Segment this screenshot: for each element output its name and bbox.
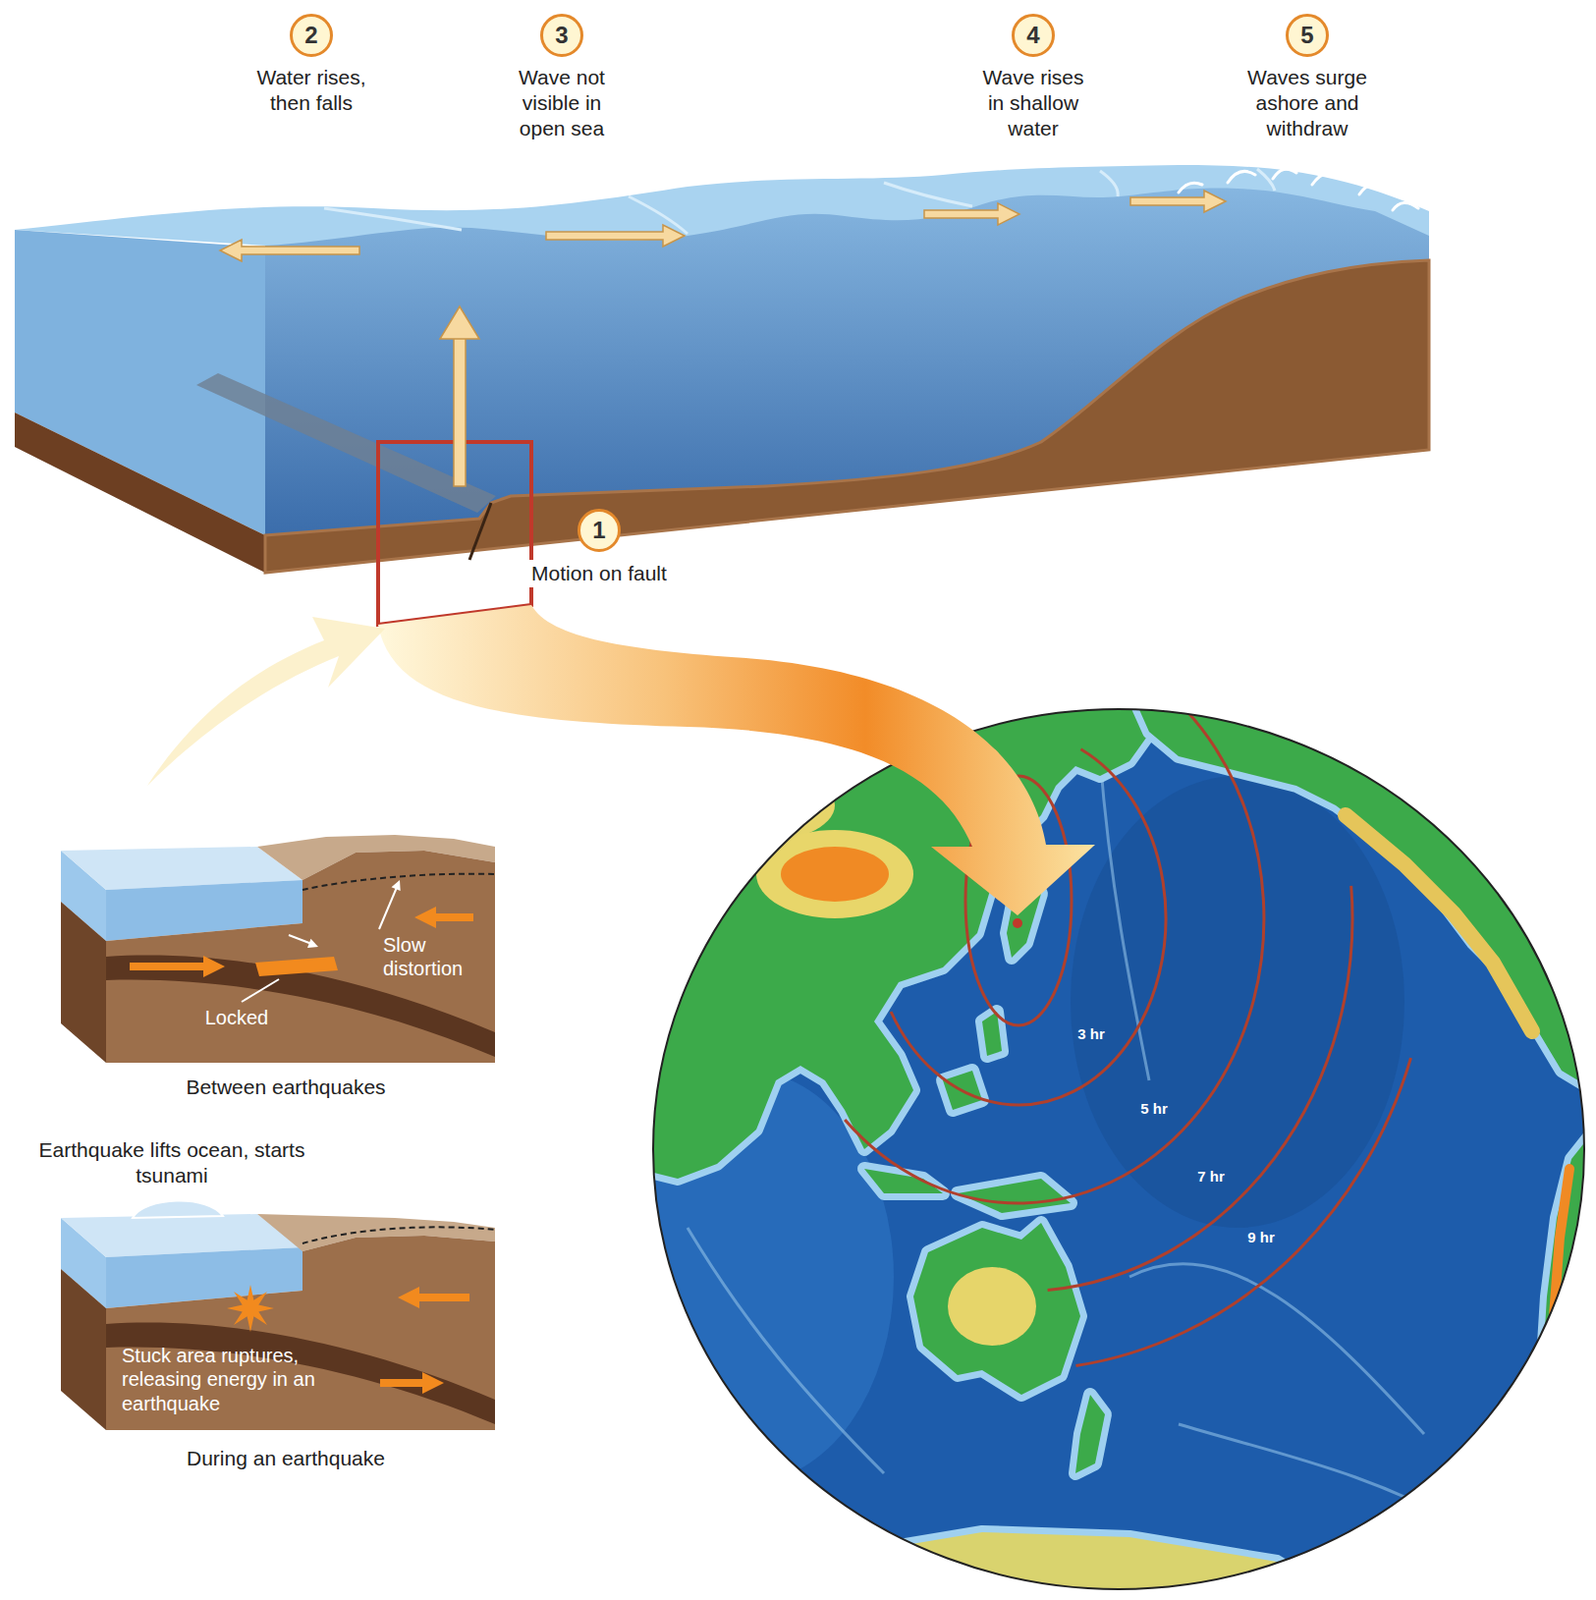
callout: 2Water rises, then falls [237, 13, 386, 116]
rock-side [60, 1268, 107, 1431]
wave-direction-arrow [220, 239, 360, 262]
water-bulge [132, 1200, 223, 1218]
seabed-front-face [265, 260, 1430, 573]
callout: 3Wave not visible in open sea [500, 13, 624, 142]
illustration-part [599, 687, 1596, 1600]
callout-number: 1 [577, 508, 621, 552]
land-south-america [1541, 1109, 1596, 1503]
plate-motion-arrow [414, 906, 474, 929]
label-slot: 9 hr [1236, 1228, 1286, 1247]
travel-time-label: 9 hr [1236, 1228, 1286, 1247]
locked-zone [255, 956, 338, 977]
wave-direction-arrow [924, 203, 1020, 225]
land-island [957, 1178, 1071, 1213]
rupture-burst [226, 1284, 275, 1332]
original-surface [302, 1226, 496, 1244]
callout-text: Water rises, then falls [237, 64, 386, 116]
label-slot: Earthquake lifts ocean, starts tsunami [29, 1137, 315, 1188]
ocean-ridge [687, 756, 1474, 1533]
globe [599, 687, 1596, 1600]
travel-time-label: 7 hr [1186, 1167, 1236, 1186]
rock-front [106, 1235, 496, 1431]
annotation-label: Locked [192, 1005, 281, 1030]
ocean-shade [1070, 775, 1405, 1228]
label-slot: Locked [192, 1005, 281, 1030]
plate-motion-arrow [380, 1372, 444, 1394]
travel-time-label: 3 hr [1066, 1025, 1116, 1044]
label-slot: 3 hr [1066, 1025, 1116, 1044]
highland [756, 829, 914, 919]
callout-number: 4 [1011, 13, 1055, 57]
uplift-arrow-head [440, 306, 480, 339]
ocean-block [14, 159, 1430, 625]
uplift-arrow-shaft [453, 333, 466, 487]
callout-text: Wave not visible in open sea [500, 64, 624, 142]
travel-time-label: 5 hr [1129, 1100, 1179, 1118]
annotation-label: Slow distortion [383, 933, 494, 982]
plate-motion-arrow [129, 955, 225, 978]
callout-number: 5 [1285, 13, 1329, 57]
rock-side [60, 901, 107, 1063]
label-slot: Slow distortion [383, 933, 494, 982]
leader-line [379, 884, 398, 930]
epicenter-dot [1012, 918, 1023, 929]
travel-time-contour [1047, 885, 1353, 1291]
stress-arrow-head [307, 938, 319, 948]
callout-number: 2 [289, 13, 333, 57]
label-slot: Stuck area ruptures, releasing energy in… [121, 1343, 368, 1416]
callout-number: 3 [540, 13, 584, 57]
callout-text: Wave rises in shallow water [972, 64, 1096, 142]
wave-direction-arrow [1130, 190, 1226, 213]
land-island [864, 1168, 943, 1194]
pointer-band [147, 616, 386, 786]
mountain-range [1345, 815, 1533, 1032]
wave-direction-arrow [546, 224, 685, 247]
travel-time-contour [844, 700, 1265, 1204]
callout: 5Waves surge ashore and withdraw [1233, 13, 1381, 142]
plate-motion-arrow [397, 1286, 470, 1309]
rock-front [106, 850, 496, 1063]
fault-crack [469, 502, 492, 560]
callout-text: Motion on fault [525, 559, 673, 588]
leader-arrow-head [391, 880, 401, 891]
label-slot: During an earthquake [128, 1445, 443, 1472]
land-north-america [1129, 687, 1596, 1101]
seabed-side-face [14, 412, 266, 573]
annotation-label: Earthquake lifts ocean, starts tsunami [29, 1137, 315, 1188]
block-between-earthquakes [60, 834, 496, 1063]
callout-text: Waves surge ashore and withdraw [1233, 64, 1381, 142]
callout: 1Motion on fault [500, 508, 698, 588]
wave-crest [324, 168, 1275, 234]
illustration-part [628, 687, 1596, 1600]
panel-caption: During an earthquake [128, 1445, 443, 1472]
label-slot: Between earthquakes [128, 1074, 443, 1101]
travel-time-contour [1076, 1057, 1412, 1366]
callout: 4Wave rises in shallow water [972, 13, 1096, 142]
mountain-range [1551, 1168, 1570, 1395]
land-new-zealand [1075, 1394, 1105, 1474]
label-slot: 5 hr [1129, 1100, 1179, 1118]
annotation-label: Stuck area ruptures, releasing energy in… [121, 1343, 368, 1416]
leader-line [241, 979, 279, 1002]
land-australia [913, 1222, 1081, 1395]
tibet-plateau [780, 846, 889, 902]
panel-caption: Between earthquakes [128, 1074, 443, 1101]
subducting-slab [106, 1322, 496, 1425]
desert [947, 1266, 1037, 1346]
globe-outline [653, 709, 1585, 1590]
block-during-earthquake [60, 1200, 496, 1431]
label-slot: 7 hr [1186, 1167, 1236, 1186]
